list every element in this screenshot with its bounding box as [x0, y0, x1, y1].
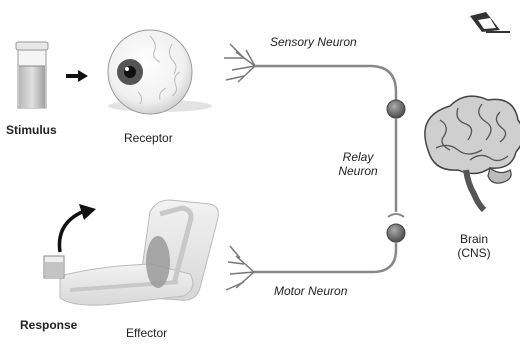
- sensory-neuron-axon: [255, 66, 396, 100]
- relay-neuron-label: Relay Neuron: [334, 150, 382, 178]
- arm-icon: [44, 200, 218, 305]
- effector-label: Effector: [126, 326, 167, 340]
- relay-neuron: [387, 100, 405, 242]
- sensory-neuron-label: Sensory Neuron: [270, 35, 357, 49]
- stimulus-label: Stimulus: [6, 123, 57, 137]
- brain-label: Brain (CNS): [448, 232, 500, 260]
- relay-neuron-label-line1: Relay: [334, 150, 382, 164]
- motor-neuron-axon: [254, 242, 396, 272]
- receptor-label: Receptor: [124, 131, 173, 145]
- response-label: Response: [20, 318, 77, 332]
- sensory-dendrites-icon: [224, 44, 255, 82]
- test-tube-icon: [16, 42, 48, 108]
- brain-label-line2: (CNS): [448, 246, 500, 260]
- response-arrow-icon: [59, 204, 96, 252]
- stimulus-arrow-icon: [66, 70, 88, 82]
- brain-icon: [425, 96, 520, 210]
- motor-neuron-label: Motor Neuron: [274, 284, 347, 298]
- relay-neuron-label-line2: Neuron: [334, 164, 382, 178]
- motor-terminals-icon: [226, 246, 254, 290]
- logo-icon: [470, 12, 510, 32]
- eye-icon: [108, 30, 212, 114]
- brain-label-line1: Brain: [448, 232, 500, 246]
